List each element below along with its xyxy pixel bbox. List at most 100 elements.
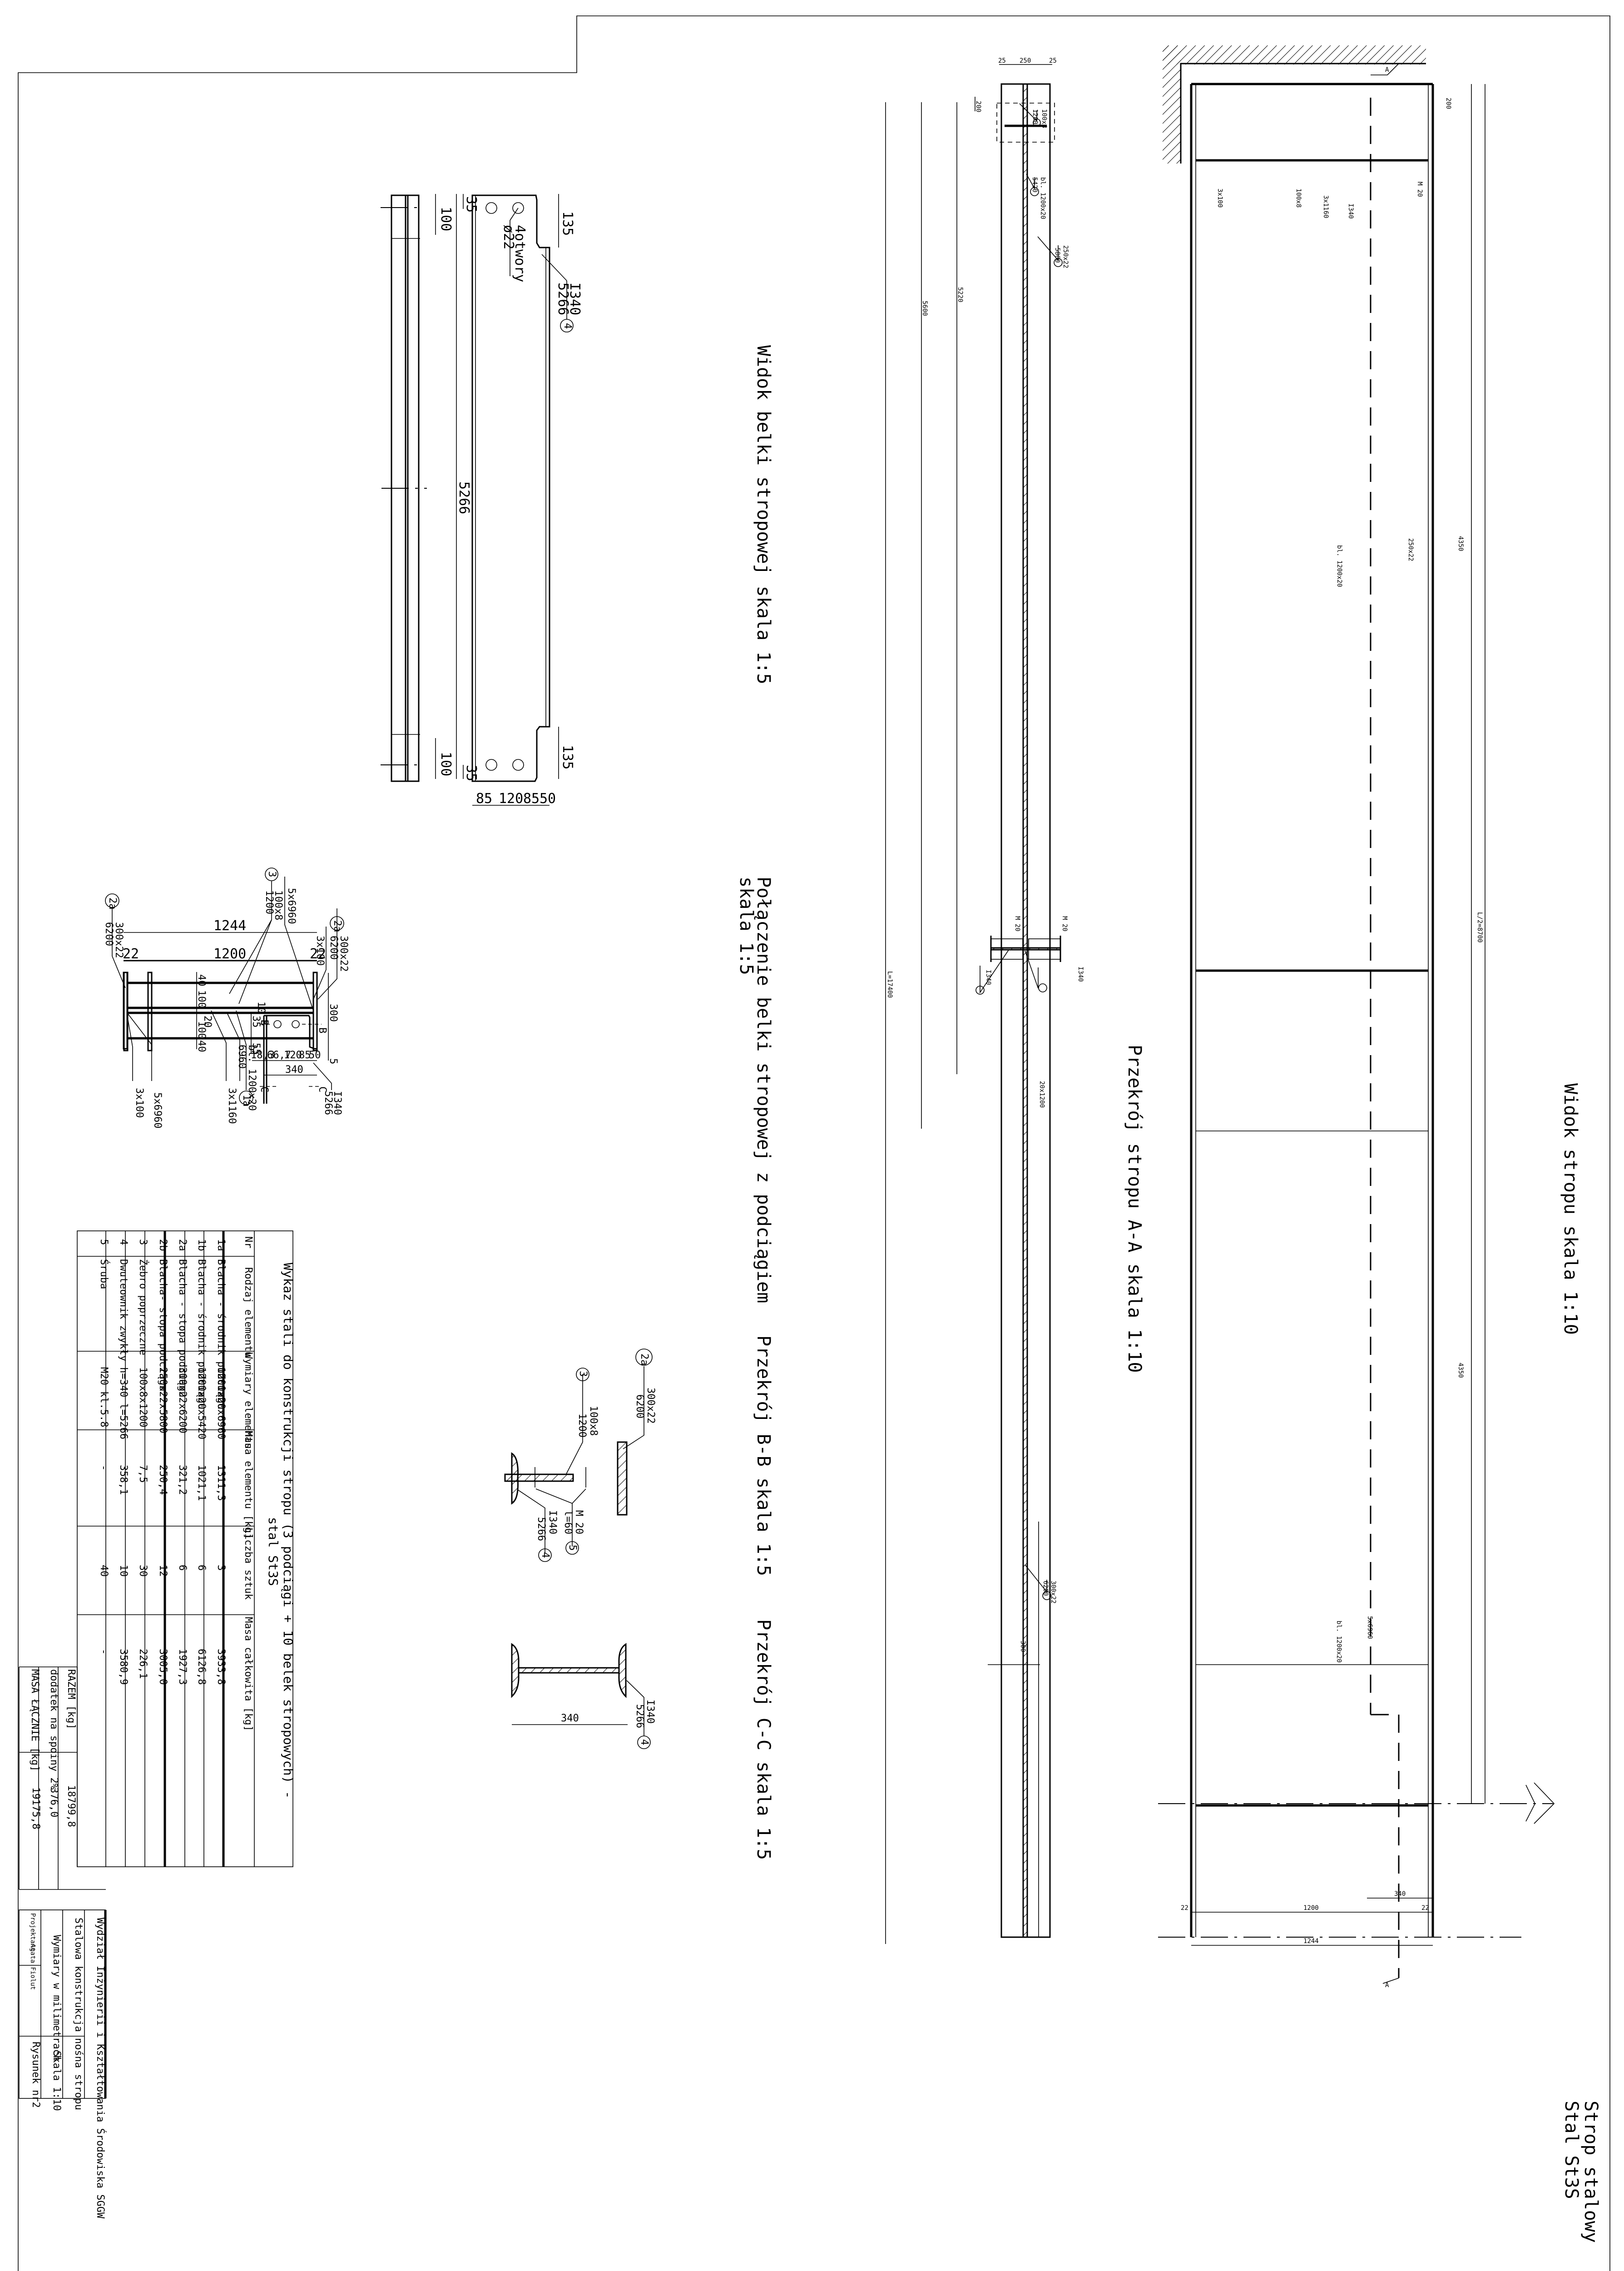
row-mass: 321,2 — [177, 1465, 188, 1495]
aa-bolt-right: M 20 — [1061, 916, 1068, 932]
row-dims: M20 kl.5.8 — [98, 1367, 109, 1427]
plan-p3-size: 100x8 — [1295, 188, 1302, 208]
p2a-left-size: 300x22 — [113, 922, 124, 958]
section-bb-title: Przekrój B-B skala 1:5 — [753, 1335, 774, 1576]
row-dims: h=340 l=5266 — [118, 1367, 129, 1439]
bb-badge-2a: 2a — [639, 1354, 650, 1366]
row-mass: 358,1 — [118, 1465, 129, 1495]
dim-edge-35-top: 35 — [463, 196, 479, 213]
section-cc-labels: 340 I340 5266 4 Przekrój C-C skala 1:5 — [561, 1619, 774, 1860]
weld-3x100-top: 3x100 — [314, 936, 326, 966]
dim-edge-35-bottom: 35 — [463, 765, 479, 781]
weld-top-5x6960: 5x6960 — [286, 888, 297, 924]
plan-dim-22a: 22 — [1181, 1904, 1188, 1912]
section-mark-b-left: B — [258, 1020, 270, 1026]
beam-view-labels: 100 100 35 35 135 135 5266 4otwory ø22 I… — [438, 196, 774, 807]
steel-list-text: Wykaz stali do konstrukcji stropu (3 pod… — [29, 1236, 296, 1830]
dim-20: 20 — [202, 1016, 213, 1028]
table-row: 1a Blacha - środnik podciągu 1200x20x696… — [215, 1239, 227, 1685]
plan-weld-3x100: 3x100 — [1216, 188, 1223, 208]
aa-p1b-length: 5420 — [1031, 177, 1038, 193]
p2a-right-length: 6200 — [328, 936, 339, 960]
summary-razem-value: 18799,8 — [65, 1785, 77, 1827]
faculty-name: Wydział Inżynierii i Kształtowania Środo… — [94, 1918, 106, 2219]
table-row: 1b Blacha - środnik podciągu 1200x20x542… — [196, 1239, 207, 1685]
badge-2a-right: 2a — [332, 920, 343, 932]
row-name: Blacha - stopa podciągu — [177, 1259, 188, 1398]
plan-view — [1158, 45, 1555, 1984]
beam-view-title: Widok belki stropowej skala 1:5 — [753, 345, 774, 684]
row-mass: 1311,3 — [215, 1465, 227, 1501]
dim-h3: 85 — [523, 791, 540, 807]
row-total: 3005,0 — [157, 1649, 168, 1685]
profile-length: 5266 — [555, 283, 571, 315]
aa-dim-200: 200 — [975, 101, 982, 112]
row-count: 10 — [118, 1565, 129, 1577]
plan-dim-22b: 22 — [1421, 1904, 1429, 1912]
p3-size: 100x8 — [272, 890, 284, 920]
beam-view — [381, 194, 574, 806]
section-bb-labels: 2a 300x22 6200 3 100x8 1200 M 20 l=60 5 … — [535, 1335, 774, 1576]
dim-18-3: 18,3 — [251, 1050, 275, 1061]
holes-label: 4otwory — [512, 225, 528, 282]
plan-dim-4350a: 4350 — [1457, 536, 1464, 551]
row-mass: 1021,1 — [196, 1465, 207, 1501]
dim-55: 55 — [250, 1043, 262, 1055]
row-name: Blacha - środnik podciągu — [196, 1259, 207, 1409]
dim-300: 300 — [327, 1004, 339, 1022]
aa-dim-5600: 5600 — [921, 301, 928, 316]
sheet-title-sub: Stal St3S — [1561, 2101, 1582, 2199]
dim-top-100: 100 — [438, 207, 454, 231]
cc-profile-length: 5266 — [634, 1704, 645, 1728]
table-row: 5 Śruba M20 kl.5.8 - 40 - — [98, 1239, 110, 1655]
dim-10: 10 — [255, 1002, 267, 1014]
section-aa-labels: 25 250 25 200 5220 5600 L=17400 100x8 12… — [886, 57, 1145, 1652]
p2a-left-length: 6200 — [103, 922, 114, 946]
row-count: 3 — [215, 1565, 227, 1571]
drawing-scale: Skala 1:10 — [51, 2051, 62, 2111]
dim-h4: 50 — [540, 791, 556, 807]
plan-dim-340: 340 — [1394, 1890, 1406, 1898]
row-total: 6126,8 — [196, 1649, 207, 1685]
row-count: 6 — [196, 1565, 207, 1571]
dim-notch-135-top: 135 — [559, 211, 575, 236]
section-bb — [504, 1349, 653, 1562]
connection-title: Połączenie belki stropowej z podciągiem — [753, 877, 774, 1303]
bb-badge-3: 3 — [577, 1371, 589, 1377]
p1a-size: bl. 1200x20 — [246, 1045, 257, 1111]
dim-h1: 85 — [476, 791, 492, 807]
row-nr: 1b — [196, 1239, 207, 1251]
aa-profile-right: I340 — [1077, 967, 1084, 982]
plan-view-title: Widok stropu skala 1:10 — [1560, 1083, 1581, 1335]
project-name: Stalowa konstrukcja nośna stropu — [73, 1918, 84, 2110]
aa-dim-250: 250 — [1020, 57, 1031, 64]
dim-notch-135-bottom: 135 — [559, 745, 575, 769]
plan-half-span: L/2=8700 — [1476, 912, 1483, 942]
row-nr: 3 — [137, 1239, 149, 1245]
plan-p1b-size: bl. 1200x20 — [1336, 545, 1343, 587]
row-count: 40 — [98, 1565, 109, 1577]
dim-right-plate-22: 22 — [310, 946, 326, 962]
summary-total-label: MASA ŁĄCZNIE [kg] — [29, 1669, 40, 1771]
row-total: 3933,8 — [215, 1649, 227, 1685]
table-row: 3 Żebro poprzeczne 100x8x1200 7,5 30 226… — [137, 1239, 149, 1679]
dim-35: 35 — [250, 1016, 262, 1028]
bb-p3-size: 100x8 — [588, 1406, 599, 1436]
steel-list-title: Wykaz stali do konstrukcji stropu (3 pod… — [281, 1263, 296, 1799]
aa-bolt-left: M 20 — [1014, 916, 1021, 932]
connection-labels: 1244 1200 22 22 40 100 20 100 40 10 35 5… — [103, 871, 774, 1303]
bb-bolt-length: l=60 — [562, 1510, 574, 1534]
bb-profile-length: 5266 — [535, 1517, 547, 1541]
aa-profile-left: I340 — [985, 970, 992, 985]
dim-inner-1200: 1200 — [213, 946, 246, 962]
drawing-number: Rysunek nr2 — [30, 2042, 41, 2108]
row-count: 30 — [137, 1565, 149, 1577]
dim-5: 5 — [327, 1058, 339, 1064]
section-cc-title: Przekrój C-C skala 1:5 — [753, 1619, 774, 1860]
header-count: Liczba sztuk — [243, 1527, 254, 1600]
summary-dodatek-label: dodatek na spoiny 2% — [48, 1669, 59, 1790]
dim-100b: 100 — [196, 1021, 207, 1039]
connection-detail — [105, 868, 344, 1105]
row-total: 1927,3 — [177, 1649, 188, 1685]
header-total-mass: Masa całkowita [kg] — [243, 1617, 254, 1731]
